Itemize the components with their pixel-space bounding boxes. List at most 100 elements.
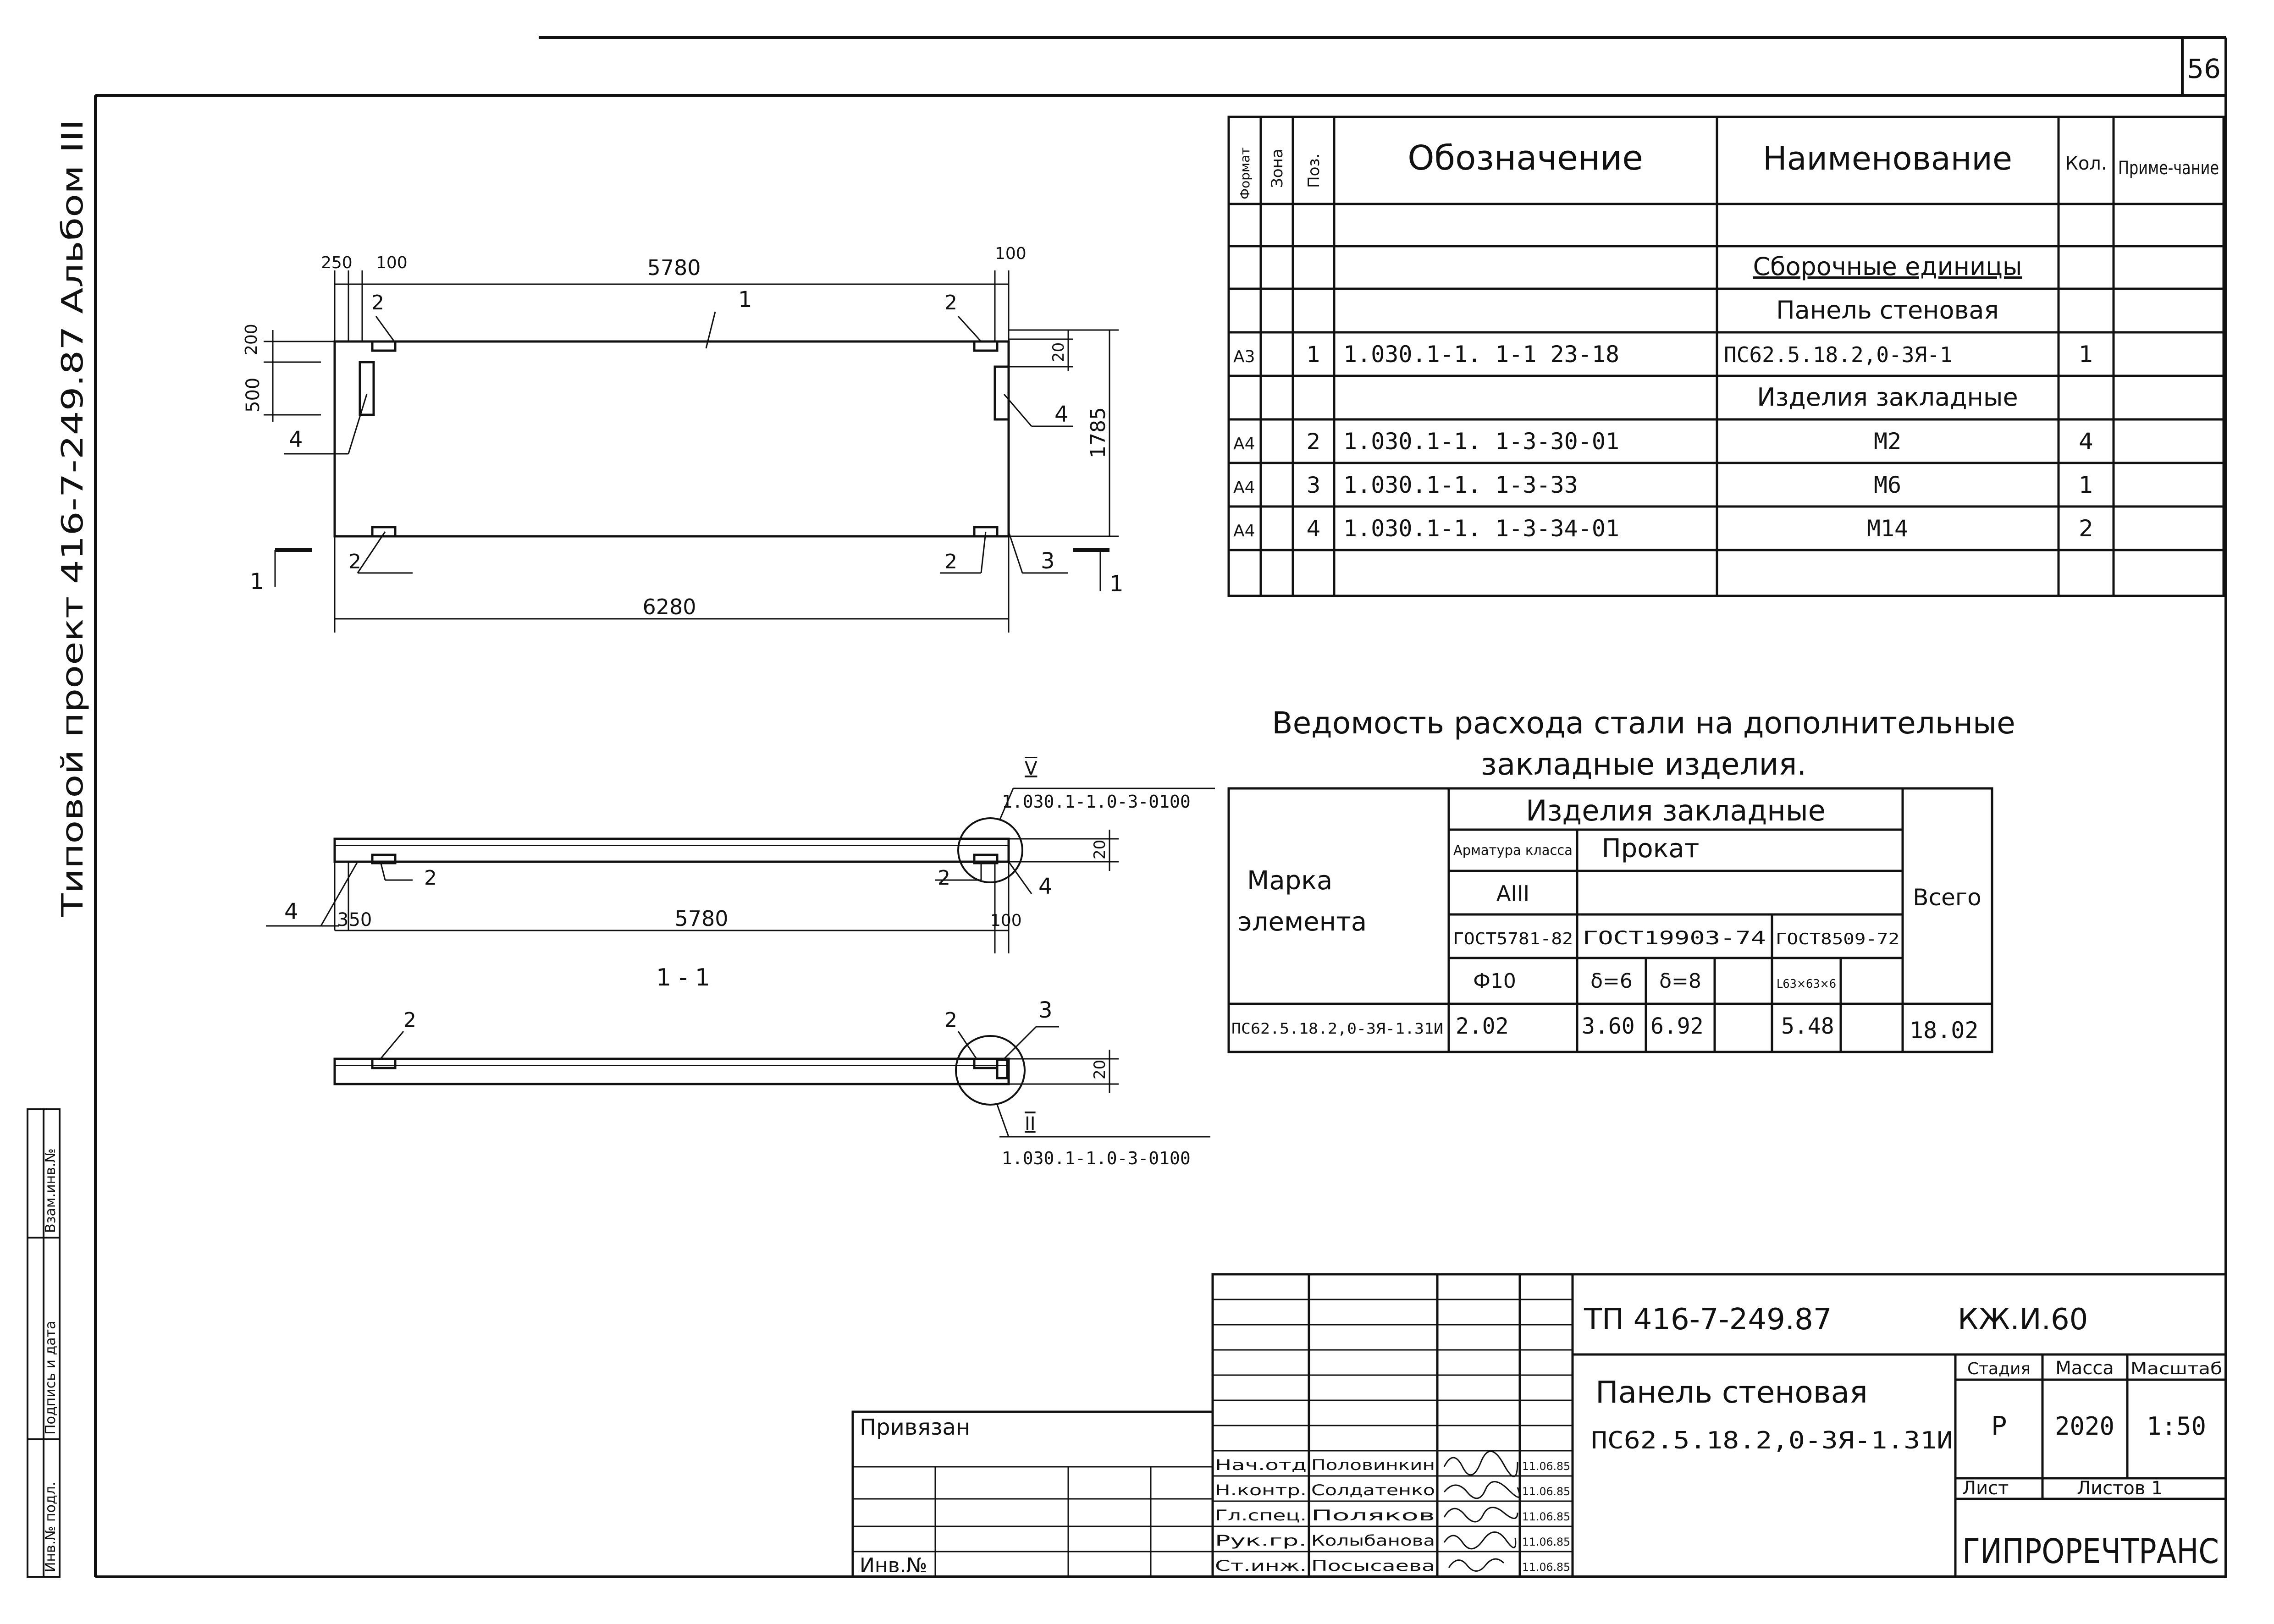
spec-section-assembly: Сборочные единицы bbox=[1753, 252, 2022, 281]
section2-pos-3: 3 bbox=[1038, 997, 1053, 1023]
org-name: ГИПРОРЕЧТРАНС bbox=[1962, 1532, 2219, 1571]
pos-1-label: 1 bbox=[738, 287, 752, 313]
dim-100: 100 bbox=[376, 253, 408, 272]
steel-v-d8: 6.92 bbox=[1650, 1013, 1704, 1039]
doc-mark: КЖ.И.60 bbox=[1958, 1303, 2088, 1337]
signer-role-2: Н.контр. bbox=[1215, 1481, 1307, 1499]
dim-500: 500 bbox=[243, 378, 264, 413]
signature-scribbles bbox=[1443, 1450, 1520, 1572]
sheet-label: Лист bbox=[1962, 1478, 2009, 1499]
spec-section-embedded: Изделия закладные bbox=[1757, 383, 2018, 412]
section-label: 1 - 1 bbox=[656, 964, 710, 991]
spec-row1-designation: 1.030.1-1. 1-1 23-18 bbox=[1343, 341, 1619, 368]
spec-row3-designation: 1.030.1-1. 1-3-33 bbox=[1343, 472, 1578, 498]
section2-pos-2-left: 2 bbox=[403, 1008, 416, 1032]
steel-v-total: 18.02 bbox=[1910, 1017, 1979, 1044]
spec-row4-format: А4 bbox=[1233, 522, 1255, 540]
signer-role-3: Гл.спец. bbox=[1215, 1507, 1307, 1524]
section-dim-20: 20 bbox=[1091, 840, 1109, 859]
section-dim-350: 350 bbox=[337, 909, 372, 930]
signer-role-5: Ст.инж. bbox=[1215, 1557, 1307, 1574]
spec-header-note: Приме-чание bbox=[2118, 158, 2219, 179]
signer-name-3: Поляков bbox=[1311, 1507, 1435, 1524]
inv-label: Инв.№ bbox=[860, 1554, 927, 1577]
pos-4-label-right: 4 bbox=[1054, 402, 1069, 427]
pos-2-label-tl: 2 bbox=[371, 291, 384, 314]
stamp-replaced: Взам.инв.№ bbox=[43, 1148, 59, 1233]
spec-header-qty: Кол. bbox=[2065, 153, 2107, 174]
pos-2-label-br: 2 bbox=[944, 550, 957, 573]
dim-200: 200 bbox=[242, 324, 261, 355]
dim-20: 20 bbox=[1049, 342, 1068, 362]
stamp-signature: Подпись и дата bbox=[43, 1321, 59, 1435]
doc-title-line2: ПС62.5.18.2,0-3Я-1.31И bbox=[1591, 1427, 1953, 1454]
steel-gost-sheet: ГОСТ19903-74 bbox=[1583, 928, 1766, 949]
signer-date-4: 11.06.85 bbox=[1522, 1536, 1570, 1548]
steel-rolled-label: Прокат bbox=[1602, 834, 1700, 864]
spec-row1-format: А3 bbox=[1233, 347, 1255, 366]
spec-row4-designation: 1.030.1-1. 1-3-34-01 bbox=[1343, 515, 1619, 542]
spec-header-designation: Обозначение bbox=[1407, 138, 1643, 178]
pos-2-label-tr: 2 bbox=[944, 291, 957, 314]
spec-row4-pos: 4 bbox=[1307, 516, 1321, 542]
spec-row1-qty: 1 bbox=[2079, 341, 2093, 368]
signer-name-4: Колыбанова bbox=[1311, 1532, 1435, 1549]
section-view bbox=[266, 787, 1215, 953]
mass-value: 2020 bbox=[2055, 1412, 2114, 1441]
sheet-number: 56 bbox=[2187, 53, 2221, 84]
stage-value: Р bbox=[1991, 1411, 2007, 1441]
steel-gost-rebar: ГОСТ5781-82 bbox=[1453, 930, 1573, 948]
section2-pos-2-right: 2 bbox=[944, 1008, 957, 1032]
panel-elevation bbox=[264, 270, 1119, 633]
signer-role-4: Рук.гр. bbox=[1215, 1532, 1307, 1549]
signer-date-3: 11.06.85 bbox=[1522, 1510, 1570, 1523]
spec-row3-format: А4 bbox=[1233, 478, 1255, 497]
dim-6280: 6280 bbox=[642, 595, 696, 619]
signer-role-1: Нач.отд bbox=[1215, 1456, 1307, 1474]
section-pos-4-left: 4 bbox=[284, 899, 298, 925]
signer-name-2: Солдатенко bbox=[1311, 1481, 1435, 1499]
steel-table-grid bbox=[1227, 787, 1993, 1053]
node-ref-top-num: V bbox=[1025, 758, 1038, 779]
doc-code: ТП 416-7-249.87 bbox=[1584, 1303, 1832, 1337]
steel-title-line1: Ведомость расхода стали на дополнительны… bbox=[1272, 705, 2015, 741]
section-view-2 bbox=[333, 1026, 1210, 1138]
section-pos-4-right: 4 bbox=[1038, 874, 1053, 899]
section-dim-100: 100 bbox=[990, 911, 1022, 930]
signer-date-2: 11.06.85 bbox=[1522, 1485, 1570, 1498]
spec-section-panel: Панель стеновая bbox=[1776, 296, 1999, 325]
spec-row4-qty: 2 bbox=[2079, 515, 2093, 542]
steel-v-phi: 2.02 bbox=[1456, 1013, 1509, 1039]
spec-row3-pos: 3 bbox=[1307, 473, 1321, 498]
stage-label: Стадия bbox=[1967, 1360, 2031, 1378]
stamp-inv: Инв.№ подл. bbox=[43, 1482, 59, 1572]
spec-row3-name: М6 bbox=[1874, 472, 1901, 498]
dim-1785: 1785 bbox=[1087, 407, 1110, 458]
steel-v-angle: 5.48 bbox=[1781, 1013, 1834, 1039]
scale-value: 1:50 bbox=[2147, 1412, 2206, 1441]
steel-gost-angle: ГОСТ8509-72 bbox=[1776, 930, 1899, 948]
dim-250: 250 bbox=[321, 253, 353, 272]
spec-header-zone: Зона bbox=[1268, 149, 1286, 188]
series-text: Типовой проект 416-7-249.87 Альбом III bbox=[56, 119, 90, 917]
left-stamp bbox=[27, 1108, 61, 1578]
pos-4-label-left: 4 bbox=[289, 427, 303, 452]
title-block-grid bbox=[851, 1273, 2227, 1578]
section-pos-2-left: 2 bbox=[424, 866, 437, 890]
steel-col-mark-2: элемента bbox=[1238, 907, 1367, 937]
cut-label-left: 1 bbox=[250, 569, 264, 595]
node-ref-bot: 1.030.1-1.0-3-0100 bbox=[1002, 1148, 1191, 1168]
node-ref-top: 1.030.1-1.0-3-0100 bbox=[1002, 792, 1191, 812]
spec-row1-pos: 1 bbox=[1307, 342, 1321, 368]
spec-row3-qty: 1 bbox=[2079, 472, 2093, 498]
dim-5780: 5780 bbox=[647, 255, 701, 280]
signer-date-5: 11.06.85 bbox=[1522, 1561, 1570, 1574]
node-ref-bot-num: II bbox=[1025, 1113, 1036, 1134]
section-dim-5780: 5780 bbox=[674, 906, 728, 931]
steel-sub-d6: δ=6 bbox=[1590, 969, 1633, 993]
steel-group-header: Изделия закладные bbox=[1526, 794, 1826, 827]
section-pos-2-right: 2 bbox=[938, 866, 950, 890]
steel-sub-angle: L63×63×6 bbox=[1777, 977, 1836, 991]
spec-row2-format: А4 bbox=[1233, 435, 1255, 453]
doc-title-line1: Панель стеновая bbox=[1595, 1375, 1868, 1410]
